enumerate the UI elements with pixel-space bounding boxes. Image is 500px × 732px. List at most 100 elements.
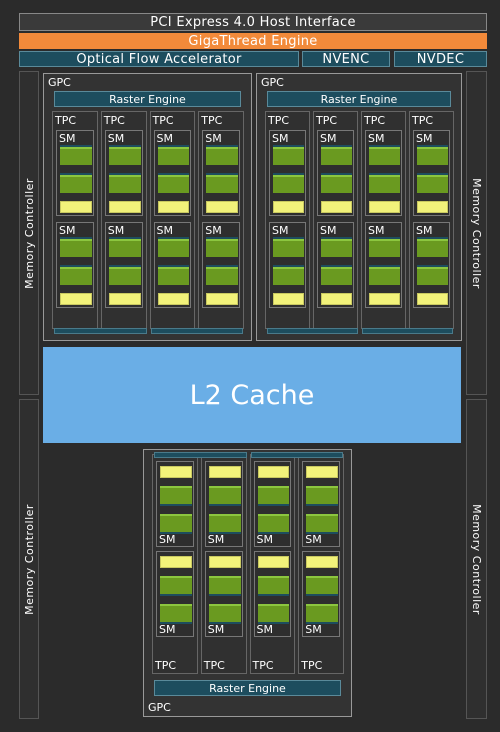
warp-scheduler-strip	[60, 265, 92, 267]
warp-scheduler-strip	[206, 237, 238, 239]
cuda-core-block	[208, 576, 241, 594]
l1-cache-block	[157, 293, 190, 305]
memory-controller-label: Memory Controller	[22, 503, 36, 615]
memory-controller-label: Memory Controller	[470, 503, 483, 615]
l1-cache-block	[208, 556, 241, 568]
polymorph-engine-strip	[154, 452, 247, 458]
warp-scheduler-strip	[321, 173, 352, 175]
warp-scheduler-strip	[306, 504, 338, 506]
cuda-core-block	[108, 175, 141, 193]
cuda-core-block	[417, 239, 448, 257]
l1-cache-block	[206, 201, 238, 213]
sm-label: SM	[272, 132, 289, 145]
warp-scheduler-strip	[306, 594, 338, 596]
sm-block: SM	[413, 130, 450, 216]
tpc-label: TPC	[316, 114, 338, 127]
tpc-block: TPC SM SM	[313, 111, 358, 329]
l1-cache-block	[417, 201, 448, 213]
cuda-core-block	[60, 239, 92, 257]
cuda-core-block	[60, 175, 92, 193]
l1-cache-block	[321, 201, 352, 213]
tpc-block: TPC SM SM	[298, 454, 344, 674]
warp-scheduler-strip	[417, 237, 448, 239]
cuda-core-block	[306, 486, 338, 504]
gpc-label: GPC	[261, 76, 284, 89]
sm-label: SM	[305, 623, 322, 636]
sm-block: SM	[302, 461, 340, 547]
warp-scheduler-strip	[60, 237, 92, 239]
warp-scheduler-strip	[160, 504, 192, 506]
sm-block: SM	[413, 222, 450, 308]
l1-cache-block	[257, 556, 290, 568]
warp-scheduler-strip	[160, 622, 192, 624]
warp-scheduler-strip	[60, 173, 92, 175]
warp-scheduler-strip	[108, 265, 141, 267]
sm-block: SM	[56, 222, 94, 308]
l1-cache-block	[108, 293, 141, 305]
cuda-core-block	[208, 514, 241, 532]
sm-label: SM	[416, 224, 433, 237]
memory-controller-bottom-right: Memory Controller	[466, 399, 487, 719]
cuda-core-block	[257, 604, 290, 622]
cuda-core-block	[273, 239, 304, 257]
gpc-label: GPC	[148, 701, 171, 714]
optical-flow-accelerator: Optical Flow Accelerator	[19, 51, 299, 67]
l1-cache-block	[108, 201, 141, 213]
warp-scheduler-strip	[321, 145, 352, 147]
warp-scheduler-strip	[108, 237, 141, 239]
l1-cache-block	[369, 293, 400, 305]
cuda-core-block	[306, 514, 338, 532]
nvenc-block: NVENC	[302, 51, 390, 67]
warp-scheduler-strip	[108, 145, 141, 147]
l1-cache-block	[273, 293, 304, 305]
sm-block: SM	[317, 222, 354, 308]
memory-controller-bottom-left: Memory Controller	[19, 399, 39, 719]
cuda-core-block	[306, 604, 338, 622]
sm-label: SM	[159, 533, 176, 546]
sm-label: SM	[59, 224, 76, 237]
sm-block: SM	[104, 222, 143, 308]
sm-block: SM	[269, 130, 306, 216]
tpc-label: TPC	[268, 114, 290, 127]
cuda-core-block	[273, 175, 304, 193]
sm-label: SM	[207, 623, 225, 636]
warp-scheduler-strip	[306, 622, 338, 624]
sm-label: SM	[320, 132, 337, 145]
l2-cache: L2 Cache	[43, 347, 461, 443]
gpc-label: GPC	[48, 76, 71, 89]
warp-scheduler-strip	[273, 173, 304, 175]
warp-scheduler-strip	[257, 532, 290, 534]
warp-scheduler-strip	[321, 265, 352, 267]
sm-label: SM	[156, 132, 173, 145]
cuda-core-block	[157, 147, 190, 165]
cuda-core-block	[273, 267, 304, 285]
tpc-label: TPC	[155, 659, 177, 672]
sm-label: SM	[256, 623, 273, 636]
sm-block: SM	[156, 461, 194, 547]
l1-cache-block	[417, 293, 448, 305]
cuda-core-block	[321, 239, 352, 257]
sm-block: SM	[317, 130, 354, 216]
memory-controller-top-right: Memory Controller	[466, 71, 487, 395]
sm-label: SM	[305, 533, 322, 546]
warp-scheduler-strip	[157, 145, 190, 147]
cuda-core-block	[321, 267, 352, 285]
tpc-label: TPC	[152, 114, 174, 127]
tpc-label: TPC	[301, 659, 323, 672]
tpc-label: TPC	[412, 114, 434, 127]
cuda-core-block	[257, 514, 290, 532]
sm-label: SM	[205, 132, 222, 145]
tpc-label: TPC	[364, 114, 386, 127]
l1-cache-block	[160, 556, 192, 568]
raster-engine: Raster Engine	[54, 91, 241, 107]
cuda-core-block	[108, 267, 141, 285]
warp-scheduler-strip	[417, 265, 448, 267]
sm-label: SM	[416, 132, 433, 145]
cuda-core-block	[206, 267, 238, 285]
l1-cache-block	[157, 201, 190, 213]
